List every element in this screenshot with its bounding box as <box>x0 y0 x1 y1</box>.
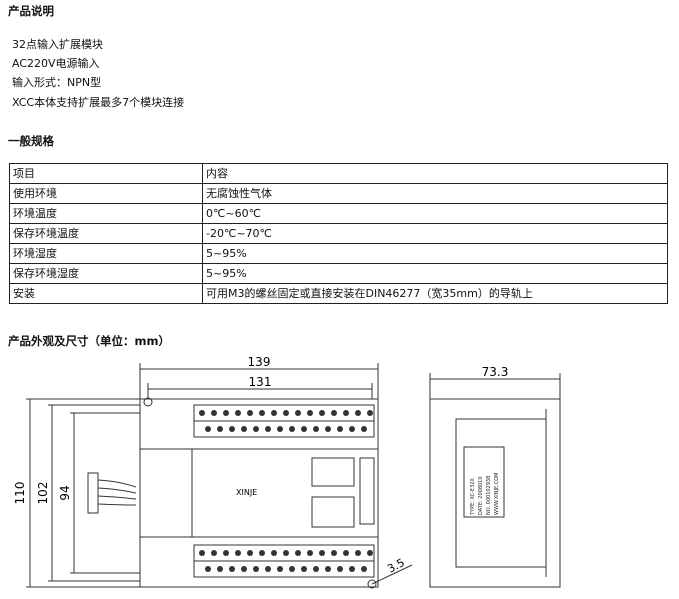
dim-width-total: 139 <box>248 355 271 369</box>
label-line: DATE: 2008010 <box>478 476 484 515</box>
dimensions-title: 产品外观及尺寸（单位：mm） <box>8 334 170 348</box>
table-cell: 环境湿度 <box>9 243 203 264</box>
table-cell: 保存环境温度 <box>9 223 203 244</box>
label-line: WWW.XINJE.COM <box>494 473 500 515</box>
table-cell: -20℃~70℃ <box>202 223 668 244</box>
table-row: 保存环境湿度 5~95% <box>9 263 668 284</box>
table-header-cell: 内容 <box>202 163 668 184</box>
table-row: 项目 内容 <box>9 163 668 184</box>
table-cell: 环境温度 <box>9 203 203 224</box>
desc-line: 32点输入扩展模块 <box>12 38 103 51</box>
table-row: 安装 可用M3的螺丝固定或直接安装在DIN46277（宽35mm）的导轨上 <box>9 283 668 304</box>
general-spec-title: 一般规格 <box>8 134 54 148</box>
led-panel <box>311 457 355 487</box>
expansion-port <box>359 457 375 525</box>
dim-depth: 73.3 <box>482 365 509 379</box>
table-cell: 5~95% <box>202 263 668 284</box>
label-line: NO. 000102938 <box>486 476 492 515</box>
table-row: 使用环境 无腐蚀性气体 <box>9 183 668 204</box>
desc-line: AC220V电源输入 <box>12 57 100 70</box>
table-header-cell: 项目 <box>9 163 203 184</box>
table-cell: 0℃~60℃ <box>202 203 668 224</box>
expansion-cable-connector <box>87 472 99 514</box>
table-cell: 安装 <box>9 283 203 304</box>
table-cell: 使用环境 <box>9 183 203 204</box>
dim-height-mid: 102 <box>36 482 50 505</box>
table-row: 保存环境温度 -20℃~70℃ <box>9 223 668 244</box>
dim-height-total: 110 <box>13 482 27 505</box>
dim-width-mount: 131 <box>249 375 272 389</box>
brand-logo-text: XINJE <box>236 488 257 497</box>
table-cell: 5~95% <box>202 243 668 264</box>
desc-line: 输入形式：NPN型 <box>12 76 102 89</box>
product-desc-title: 产品说明 <box>8 4 54 18</box>
label-line: TYPE: XC-E32X <box>470 478 476 516</box>
module-front-outline <box>139 398 379 588</box>
mount-hole <box>367 579 377 589</box>
dim-hole: 3.5 <box>385 556 407 576</box>
product-label <box>463 446 505 518</box>
table-cell: 无腐蚀性气体 <box>202 183 668 204</box>
table-cell: 可用M3的螺丝固定或直接安装在DIN46277（宽35mm）的导轨上 <box>202 283 668 304</box>
spec-table: 项目 内容 使用环境 无腐蚀性气体 环境温度 0℃~60℃ 保存环境温度 -20… <box>9 163 668 304</box>
table-row: 环境湿度 5~95% <box>9 243 668 264</box>
dim-height-inner: 94 <box>58 485 72 500</box>
table-row: 环境温度 0℃~60℃ <box>9 203 668 224</box>
table-cell: 保存环境湿度 <box>9 263 203 284</box>
dimension-drawing: 139 131 110 102 94 3.5 73.3 XINJE TYPE: … <box>13 355 561 589</box>
module-side-outline <box>429 398 561 588</box>
desc-line: XCC本体支持扩展最多7个模块连接 <box>12 96 185 109</box>
